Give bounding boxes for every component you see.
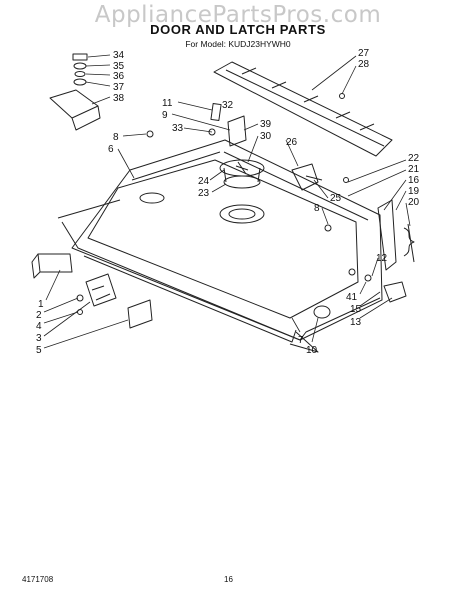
spray-opening bbox=[219, 204, 265, 224]
callout: 6 bbox=[108, 144, 114, 155]
diagram-title: DOOR AND LATCH PARTS bbox=[150, 22, 326, 37]
callout: 4 bbox=[36, 321, 42, 332]
callout: 28 bbox=[358, 59, 370, 70]
callout: 35 bbox=[113, 61, 125, 72]
bracket-left bbox=[37, 253, 73, 273]
latch-cover bbox=[72, 53, 88, 61]
callout: 11 bbox=[162, 98, 173, 109]
callout-labels: 34 35 36 37 38 11 9 32 33 39 30 8 6 26 2… bbox=[36, 48, 420, 356]
callout: 12 bbox=[376, 253, 388, 264]
callout: 41 bbox=[346, 292, 358, 303]
callout: 5 bbox=[36, 345, 42, 356]
callout: 22 bbox=[408, 153, 420, 164]
callout: 19 bbox=[408, 186, 420, 197]
door-bottom-edge bbox=[61, 221, 381, 341]
callout: 38 bbox=[113, 93, 125, 104]
callout: 3 bbox=[36, 333, 42, 344]
callout: 8 bbox=[113, 132, 119, 143]
door-knob bbox=[313, 305, 331, 319]
hinge-bracket bbox=[291, 163, 319, 191]
callout: 34 bbox=[113, 50, 125, 61]
vent-strip bbox=[213, 61, 393, 157]
page-number: 16 bbox=[224, 575, 233, 584]
latch-base bbox=[49, 89, 99, 119]
door-inner-panel bbox=[87, 159, 359, 319]
callout: 8 bbox=[314, 203, 320, 214]
callout: 13 bbox=[350, 317, 362, 328]
callout: 26 bbox=[286, 137, 298, 148]
callout: 33 bbox=[172, 123, 184, 134]
callout: 23 bbox=[198, 188, 210, 199]
callout: 24 bbox=[198, 176, 210, 187]
callout: 39 bbox=[260, 119, 272, 130]
callout: 20 bbox=[408, 197, 420, 208]
callout: 36 bbox=[113, 71, 125, 82]
callout: 32 bbox=[222, 100, 234, 111]
hinge-assembly bbox=[85, 273, 117, 307]
callout: 30 bbox=[260, 131, 272, 142]
right-bracket bbox=[377, 199, 397, 271]
callout: 37 bbox=[113, 82, 125, 93]
model-subtitle: For Model: KUDJ23HYWH0 bbox=[185, 39, 291, 49]
callout: 7 bbox=[298, 335, 304, 346]
callout: 15 bbox=[350, 304, 362, 315]
callout: 9 bbox=[162, 110, 168, 121]
callout: 27 bbox=[358, 48, 370, 59]
callout: 25 bbox=[330, 193, 342, 204]
watermark: AppliancePartsPros.com bbox=[94, 2, 382, 28]
callout: 10 bbox=[306, 345, 318, 356]
latch-hook bbox=[383, 281, 407, 303]
callout: 16 bbox=[408, 175, 420, 186]
vent-opening bbox=[139, 192, 165, 204]
latch-tab bbox=[210, 103, 222, 121]
latch-bracket bbox=[227, 115, 247, 147]
hinge-cover bbox=[127, 299, 153, 329]
callout: 21 bbox=[408, 164, 420, 175]
callout: 1 bbox=[38, 299, 44, 310]
callout: 2 bbox=[36, 310, 42, 321]
doc-number: 4171708 bbox=[22, 575, 54, 584]
